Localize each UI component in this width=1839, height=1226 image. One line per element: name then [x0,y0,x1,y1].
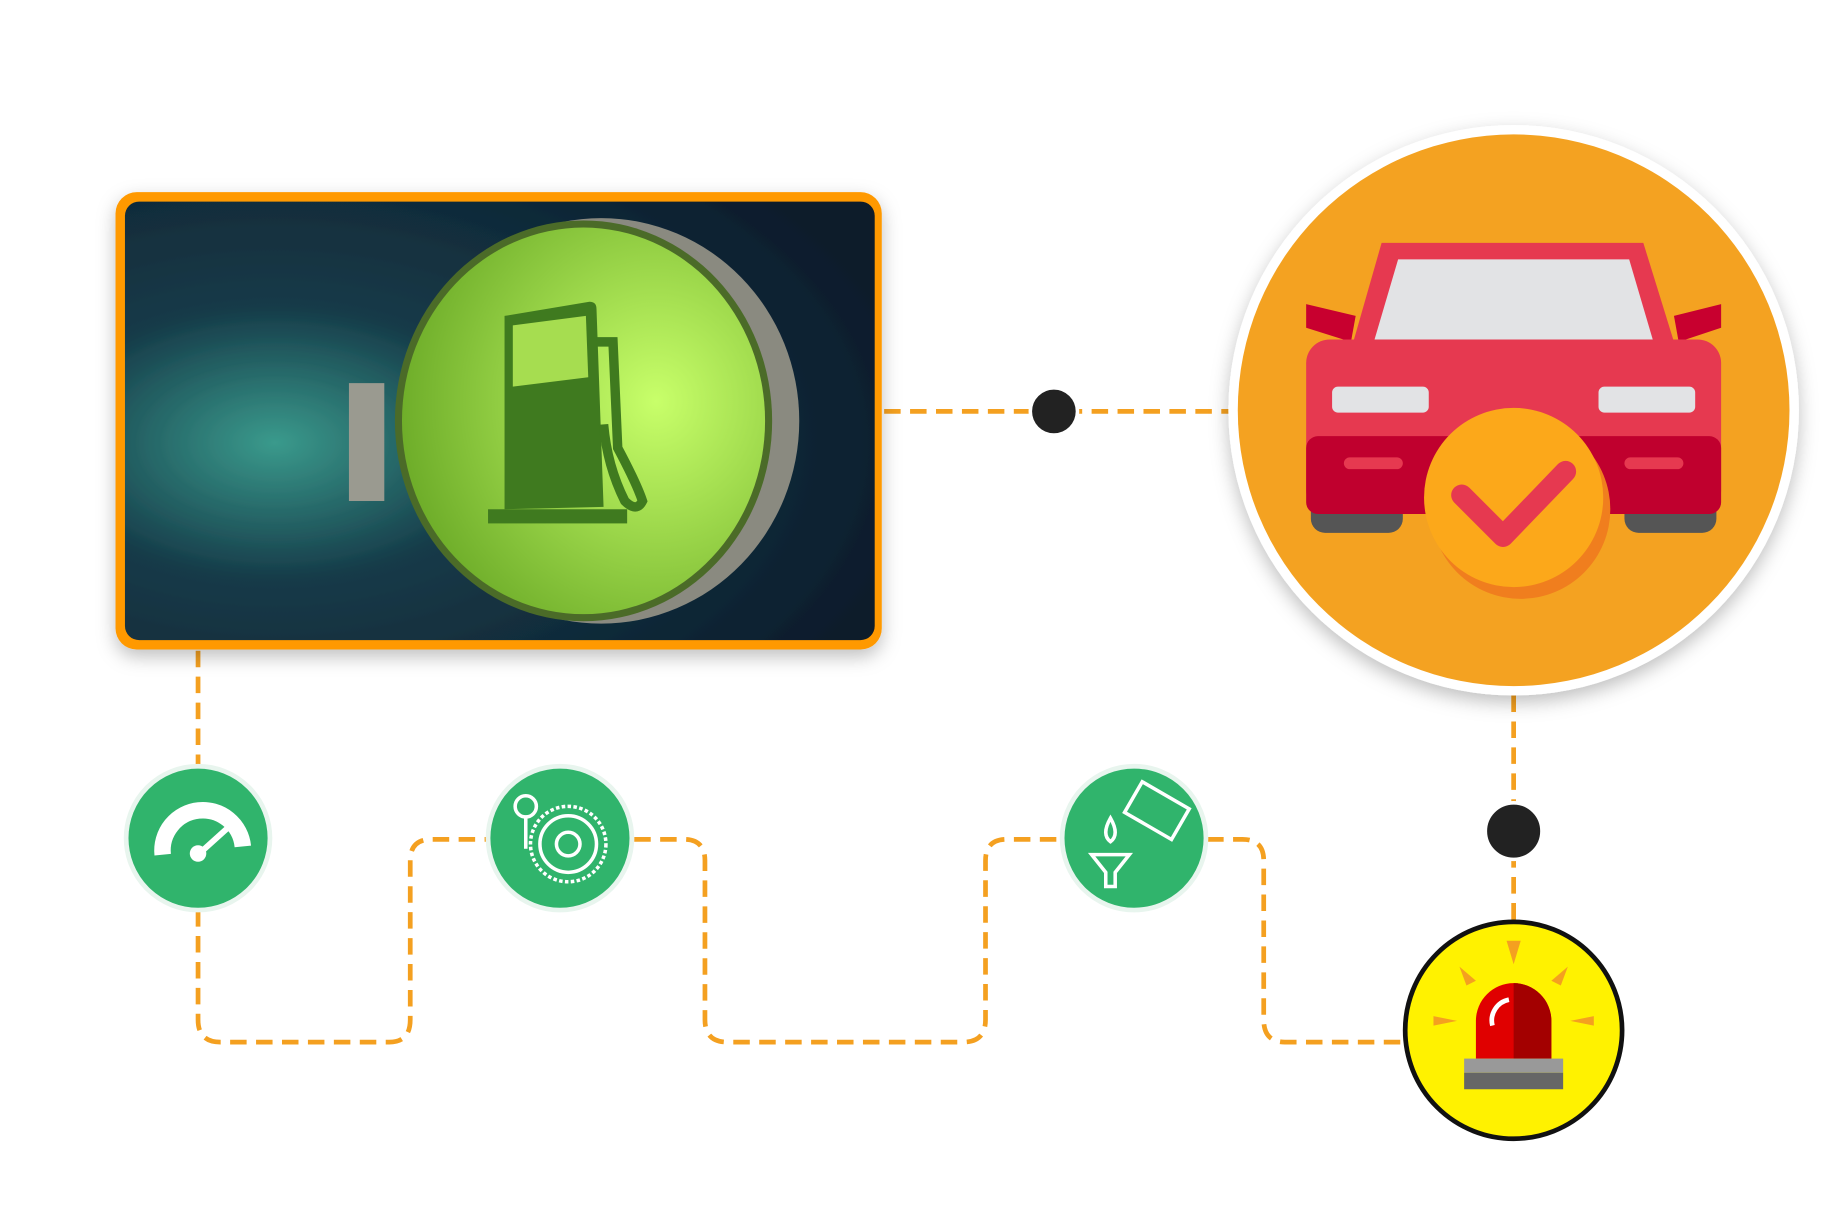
oil-refill-icon [1087,779,1192,889]
connector-dot [1028,386,1080,437]
tire-node [485,763,635,913]
speedometer-icon [154,802,252,856]
siren-icon [1433,940,1594,1090]
connector-dot [1483,801,1544,862]
car-check-node [1228,124,1799,696]
tire-pressure-icon [513,793,608,884]
car-check-icon [1306,242,1722,599]
fuel-pump-icon [348,218,800,624]
oil-node [1059,763,1209,913]
speedometer-node [123,763,273,913]
alarm-node [1402,919,1625,1142]
